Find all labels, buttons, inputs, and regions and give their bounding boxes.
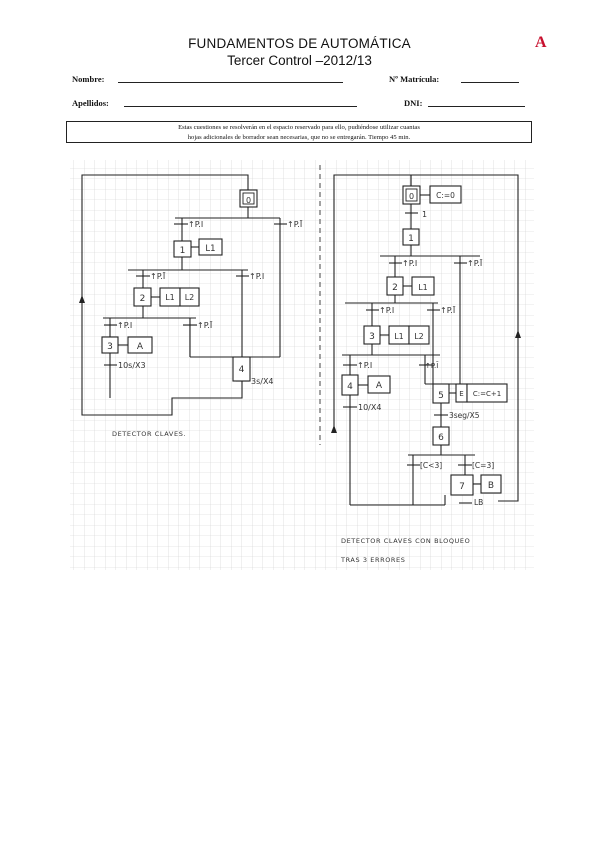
right-step-3-label: 3 (369, 332, 375, 342)
left-step-3-label: 3 (107, 342, 113, 352)
right-transition-3-5-label: ↑P.Ī (425, 361, 439, 370)
left-step-0-initial-frame (242, 192, 255, 205)
left-step-3-box (101, 336, 119, 354)
right-transition-1-5-label: ↑P.Ī (467, 258, 483, 268)
right-transition-0-1-label: 1 (422, 210, 427, 219)
left-step-2-box (133, 287, 152, 307)
apellidos-field[interactable] (124, 106, 357, 107)
right-step-2-label: 2 (392, 283, 398, 293)
left-grafcet-lines (81, 174, 287, 416)
right-grafcet-lines (333, 174, 519, 506)
dni-label: DNI: (404, 98, 423, 108)
nombre-field[interactable] (118, 82, 343, 83)
left-action-1-label: L1 (205, 244, 215, 254)
left-action-2b-label: L2 (185, 293, 195, 302)
right-return-arrow-2 (331, 425, 337, 433)
left-step-2-label: 2 (140, 294, 146, 304)
left-transition-1-2-label: ↑P.Ī (150, 271, 166, 281)
left-step-0-label: 0 (246, 196, 251, 205)
left-step-4-box (232, 356, 251, 382)
right-step-0-label: 0 (409, 192, 414, 201)
right-action-4-box (367, 375, 391, 394)
right-action-7-label: B (488, 481, 494, 491)
right-transition-2-3-label: ↑P.I (379, 306, 394, 315)
left-transition-3-0-label: 10s/X3 (118, 361, 146, 370)
right-action-3a-label: L1 (394, 332, 404, 341)
right-step-0-initial-frame (405, 188, 418, 202)
right-step-4-box (341, 374, 359, 396)
right-transition-6-7-label: [C=3] (472, 461, 494, 470)
right-action-0-label: C:=0 (436, 191, 455, 200)
left-transition-2-4-label: ↑P.Ī (197, 320, 213, 330)
instructions-box: Estas cuestiones se resolverán en el esp… (66, 121, 532, 143)
right-grafcet-caption-line-2: TRAS 3 ERRORES (340, 556, 405, 564)
right-action-3b-label: L2 (414, 332, 424, 341)
left-transition-0-1-label: ↑P.I (188, 220, 203, 229)
right-transition-1-2-label: ↑P.I (402, 259, 417, 268)
right-action-2-label: L1 (418, 283, 428, 292)
right-return-arrow-1 (515, 330, 521, 338)
right-step-4-label: 4 (347, 382, 353, 392)
right-transition-2-5-label: ↑P.Ī (440, 305, 456, 315)
right-action-3b-box (408, 325, 430, 345)
left-action-2b-box (179, 287, 200, 307)
right-step-6-label: 6 (438, 433, 444, 443)
left-grafcet-caption: DETECTOR CLAVES. (112, 430, 186, 438)
left-action-1-box (198, 238, 223, 256)
right-transition-4-0-label: 10/X4 (358, 403, 381, 412)
apellidos-label: Apellidos: (72, 98, 109, 108)
right-transition-5-6-label: 3seg/X5 (449, 411, 480, 420)
right-step-1-label: 1 (408, 234, 414, 244)
right-step-6-box (432, 426, 450, 446)
right-step-5-box (432, 383, 450, 404)
right-step-3-box (363, 325, 381, 345)
right-action-5-label: C:=C+1 (473, 390, 501, 398)
left-transition-1-4-label: ↑P.I (249, 272, 264, 281)
left-step-4-label: 4 (239, 365, 245, 375)
matricula-label: Nº Matrícula: (389, 74, 440, 84)
left-step-1-label: 1 (180, 246, 186, 256)
exam-subtitle: Tercer Control –2012/13 (227, 53, 372, 68)
left-transition-4-0-label: 3s/X4 (251, 377, 274, 386)
right-action-2-box (411, 276, 435, 296)
right-action-5-box (466, 383, 508, 403)
right-step-0-box (402, 185, 421, 205)
right-step-2-box (386, 276, 404, 296)
left-return-arrow (79, 295, 85, 303)
left-step-1-box (173, 240, 192, 258)
right-action-7-lamp-label: LB (474, 498, 483, 507)
exam-title: FUNDAMENTOS DE AUTOMÁTICA (188, 36, 411, 51)
left-step-0-box (239, 189, 258, 208)
right-step-5-label: 5 (438, 391, 444, 401)
graph-paper-background (70, 160, 534, 570)
dni-field[interactable] (428, 106, 525, 107)
instructions-line-1: Estas cuestiones se resolverán en el esp… (178, 124, 420, 131)
left-transition-2-3-label: ↑P.I (117, 321, 132, 330)
right-action-0-box (429, 185, 462, 204)
instructions-line-2: hojas adicionales de borrador sean neces… (187, 133, 411, 141)
right-step-1-box (402, 228, 420, 246)
left-transition-0-4-label: ↑P.Ī (287, 219, 303, 229)
right-action-5-qualifier-label: E (459, 390, 463, 398)
right-step-7-box (450, 474, 474, 496)
matricula-field[interactable] (461, 82, 519, 83)
left-action-2a-label: L1 (165, 293, 175, 302)
right-step-7-label: 7 (459, 482, 465, 492)
left-action-3-label: A (137, 342, 144, 352)
right-grafcet-caption-line-1: DETECTOR CLAVES CON BLOQUEO (341, 537, 470, 545)
right-action-4-label: A (376, 381, 383, 391)
left-action-3-box (127, 336, 153, 354)
right-transition-6-0-label: [C<3] (420, 461, 442, 470)
right-transition-3-4-label: ↑P.I (357, 361, 372, 370)
nombre-label: Nombre: (72, 74, 105, 84)
right-action-7-box (480, 474, 502, 494)
exam-version-letter: A (535, 34, 547, 51)
